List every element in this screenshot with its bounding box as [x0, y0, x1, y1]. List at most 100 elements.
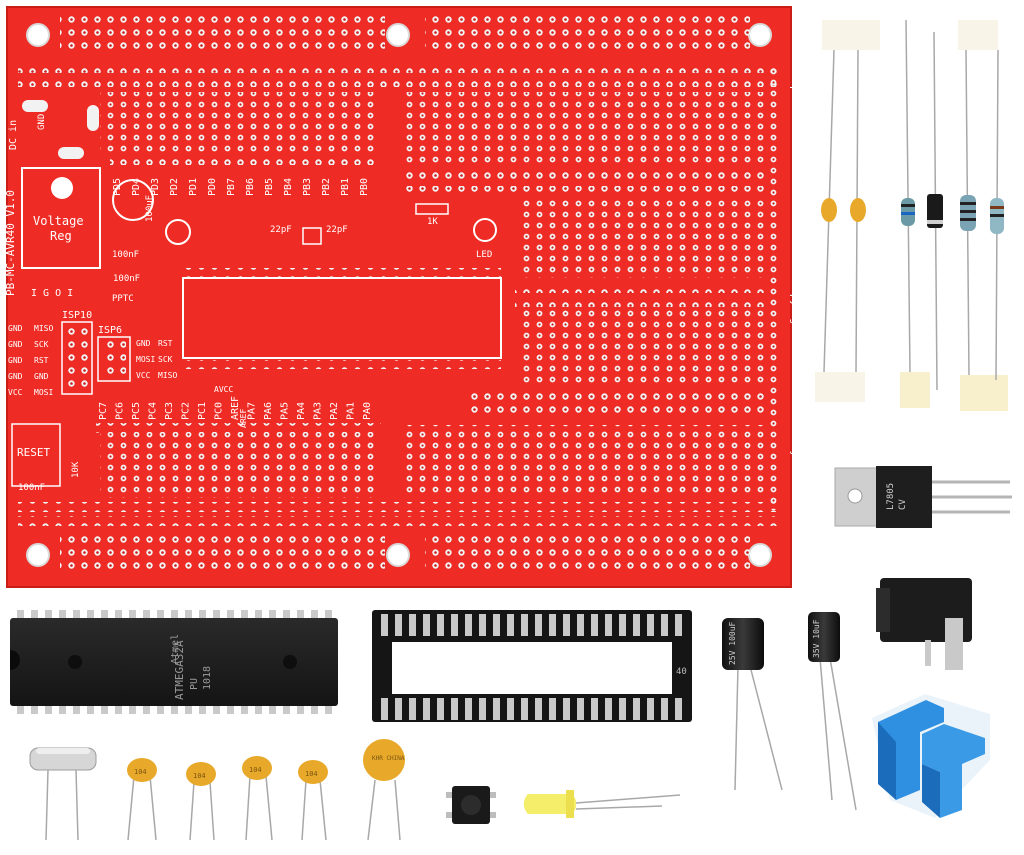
cap-left-text: 25V 100uF — [728, 621, 737, 665]
yellow-led — [523, 790, 681, 818]
svg-text:GND: GND — [8, 340, 23, 349]
pin-label: PB4 — [283, 178, 294, 196]
cap-100nf-b-label: 100nF — [113, 274, 140, 284]
mcu-footprint — [182, 277, 502, 359]
regulator-pin-labels: I G O I — [31, 288, 73, 299]
cap-code-3: 104 — [249, 766, 262, 774]
pin-label: PC2 — [181, 402, 192, 420]
board-model: PB-MC-AVR40 V1.0 — [4, 190, 17, 296]
pin-label: PA4 — [296, 402, 307, 420]
pin-label: PD3 — [150, 178, 161, 196]
svg-text:GND: GND — [8, 356, 23, 365]
power-rails — [18, 63, 780, 526]
svg-text:MOSI: MOSI — [34, 388, 53, 397]
pin-label: AREF — [230, 396, 241, 420]
cap-code-2: 104 — [193, 772, 206, 780]
mcu-text-model: ATMEGA32A — [173, 640, 186, 700]
isp6-label: ISP6 — [98, 325, 122, 336]
dc-barrel-jack — [876, 578, 972, 670]
copyright: Copyright 2013 Protostack Pty Ltd — [789, 282, 800, 481]
svg-text:GND: GND — [34, 372, 49, 381]
pin-label: PD2 — [169, 178, 180, 196]
svg-text:GND: GND — [8, 324, 23, 333]
resistor-10k-label: 10K — [71, 461, 81, 478]
pin-label: PA1 — [346, 402, 357, 420]
pin-label: PA7 — [247, 402, 258, 420]
svg-text:GND: GND — [136, 339, 151, 348]
svg-text:VCC: VCC — [8, 388, 23, 397]
pin-label: PD4 — [131, 178, 142, 196]
cap-right-text: 35V 10uF — [812, 619, 821, 658]
svg-text:RST: RST — [34, 356, 49, 365]
pin-label: PC1 — [197, 402, 208, 420]
regulator-text-1: L7805 — [886, 483, 896, 510]
top-edge-pads — [60, 14, 750, 53]
reset-cap-label: 100nF — [18, 483, 45, 493]
pin-label: PB2 — [321, 178, 332, 196]
pin-label: PC0 — [214, 402, 225, 420]
pin-label: PB5 — [264, 178, 275, 196]
cap-100nf-label: 100nF — [112, 250, 139, 260]
voltage-reg-label-1: Voltage — [33, 214, 84, 228]
led-label: LED — [476, 250, 492, 260]
pin-label: PC4 — [148, 402, 159, 420]
pin-label: PA0 — [362, 402, 373, 420]
svg-text:VCC: VCC — [136, 371, 151, 380]
reset-label: RESET — [17, 446, 50, 459]
mcu-text-2: PU — [189, 678, 200, 690]
pcb-board: Voltage Reg I G O I DC in GND PB-MC-AVR4… — [4, 6, 800, 588]
pin-label: PC3 — [164, 402, 175, 420]
mcu-text-brand: Atmel — [170, 634, 181, 664]
svg-text:GND: GND — [8, 372, 23, 381]
dc-in-label: DC in — [8, 120, 19, 150]
svg-text:SCK: SCK — [34, 340, 49, 349]
pin-label: PD1 — [188, 178, 199, 196]
pin-label: PB6 — [245, 178, 256, 196]
bottom-edge-pads — [60, 536, 750, 575]
socket-mark: 40 — [676, 667, 687, 677]
pin-label: PC5 — [131, 402, 142, 420]
cap-code-4: 104 — [305, 770, 318, 778]
top-pin-labels: PD5 PD4 PD3 PD2 PD1 PD0 PB7 PB6 PB5 PB4 PB3 PB2 PB1 P… — [112, 178, 370, 196]
cap-code-1: 104 — [134, 768, 147, 776]
mcu-text-3: 1018 — [202, 666, 213, 690]
pptc-label: PPTC — [112, 294, 134, 304]
ceramic-capacitors: 104 104 104 104 KHR CHINA — [127, 739, 405, 841]
svg-text:MISO: MISO — [158, 371, 177, 380]
axial-components — [815, 19, 1008, 411]
pin-label: PD5 — [112, 178, 123, 196]
pin-label: PD0 — [207, 178, 218, 196]
svg-text:SCK: SCK — [158, 355, 173, 364]
pin-label: PC7 — [98, 402, 109, 420]
pin-label: PB3 — [302, 178, 313, 196]
proto-grid — [100, 92, 765, 498]
gnd-label: GND — [37, 114, 47, 130]
tactile-switch — [446, 786, 496, 824]
regulator-text-2: CV — [898, 499, 908, 510]
tweaktown-logo — [872, 694, 990, 818]
dip-socket: 40 — [372, 610, 692, 722]
avcc-label: AVCC — [214, 385, 233, 394]
ceramic-cap-text: KHR CHINA — [372, 755, 405, 762]
pin-label: PA5 — [280, 402, 291, 420]
isp10-pin-labels: GND MISO GND SCK GND RST GND GND VCC MOS… — [8, 324, 53, 397]
svg-text:MOSI: MOSI — [136, 355, 155, 364]
cap-22pf-a-label: 22pF — [270, 225, 292, 235]
cap-22pf-b-label: 22pF — [326, 225, 348, 235]
pin-label: PC6 — [115, 402, 126, 420]
pin-label: PA3 — [313, 402, 324, 420]
pin-label: PB1 — [340, 178, 351, 196]
resistor-1k-label: 1K — [427, 217, 438, 227]
pin-label: PA6 — [263, 402, 274, 420]
pin-label: PB0 — [359, 178, 370, 196]
crystal — [29, 747, 97, 841]
voltage-reg-outline — [21, 167, 101, 269]
svg-text:MISO: MISO — [34, 324, 53, 333]
cap-100uf-label: 100uF — [145, 195, 155, 222]
electrolytic-capacitors: 25V 100uF 35V 10uF — [722, 612, 857, 811]
aref-label: AREF — [239, 409, 248, 428]
isp10-label: ISP10 — [62, 310, 92, 321]
pin-label: PB7 — [226, 178, 237, 196]
pin-label: PA2 — [329, 402, 340, 420]
